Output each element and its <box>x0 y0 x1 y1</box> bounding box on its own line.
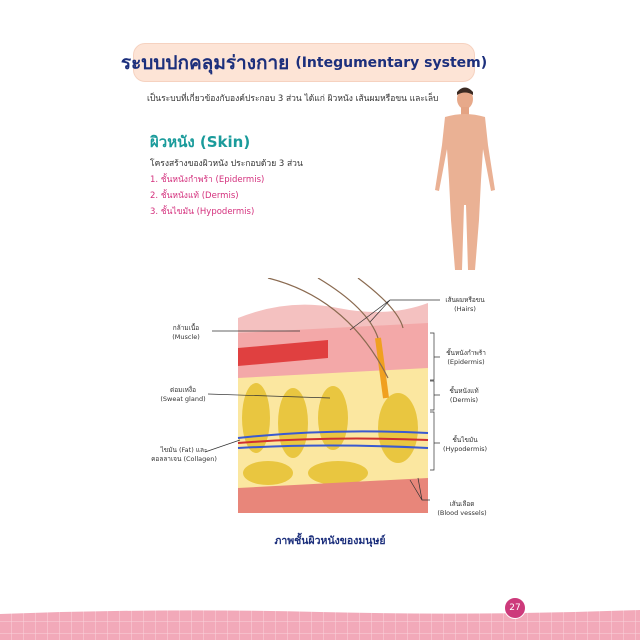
label-blood-vessels: เส้นเลือด(Blood vessels) <box>437 500 487 517</box>
label-fat-collagen: ไขมัน (Fat) และคอลลาเจน (Collagen) <box>151 446 217 463</box>
label-hypodermis: ชั้นไขมัน(Hypodermis) <box>442 436 488 453</box>
page-number: 27 <box>504 597 526 619</box>
section-heading: ผิวหนัง (Skin) <box>150 133 251 151</box>
title-english: (Integumentary system) <box>295 54 488 71</box>
layer-item: 2. ชั้นหนังแท้ (Dermis) <box>150 191 239 201</box>
label-hairs: เส้นผมหรือขน(Hairs) <box>445 296 485 313</box>
label-muscle: กล้ามเนื้อ(Muscle) <box>172 324 200 341</box>
human-body-illustration <box>435 87 495 270</box>
footer-grid-strip <box>0 610 640 640</box>
label-sweat-gland: ต่อมเหงื่อ(Sweat gland) <box>160 386 206 403</box>
skin-cross-section-diagram <box>237 278 429 513</box>
figure-caption: ภาพชั้นผิวหนังของมนุษย์ <box>274 535 386 547</box>
layer-item: 3. ชั้นไขมัน (Hypodermis) <box>150 207 255 217</box>
page-title: ระบบปกคลุมร่างกาย (Integumentary system) <box>121 43 487 82</box>
label-dermis: ชั้นหนังแท้(Dermis) <box>449 387 479 404</box>
intro-text: เป็นระบบที่เกี่ยวข้องกับองค์ประกอบ 3 ส่ว… <box>147 94 439 104</box>
layer-item: 1. ชั้นหนังกำพร้า (Epidermis) <box>150 175 265 185</box>
structure-text: โครงสร้างของผิวหนัง ประกอบด้วย 3 ส่วน <box>150 159 303 169</box>
title-thai: ระบบปกคลุมร่างกาย <box>120 51 290 74</box>
label-epidermis: ชั้นหนังกำพร้า(Epidermis) <box>446 349 486 366</box>
